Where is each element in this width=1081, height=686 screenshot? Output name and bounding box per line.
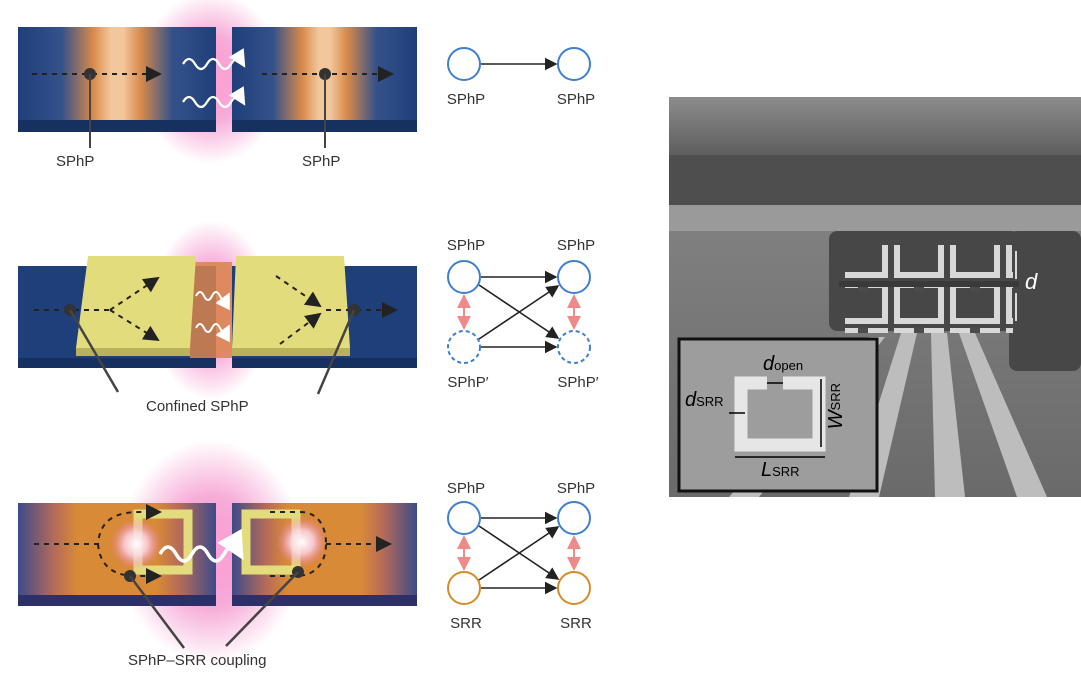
panel3-loop-left-top: [34, 504, 162, 545]
graph1-node-right: [557, 47, 591, 81]
sem-wsrr-text: W: [825, 410, 847, 430]
graph1-node-left: [447, 47, 481, 81]
panel3-loop-left-bottom: [97, 543, 162, 584]
panel2-left-slab-edge: [18, 358, 216, 368]
sem-wsrr-sub: SRR: [828, 383, 843, 411]
sem-wsrr-label: WSRR: [825, 383, 848, 429]
sem-dsrr-label: dSRR: [685, 389, 724, 412]
sem-gap: [839, 281, 1019, 287]
graph1-label-left: SPhP: [446, 91, 486, 108]
sem-dopen-sub: open: [774, 358, 804, 373]
sem-dark-band: [669, 155, 1081, 205]
sem-light-band: [669, 205, 1081, 231]
panel1-label-right: SPhP: [302, 153, 341, 170]
graph3-edge-cross-up: [478, 526, 560, 581]
panel2-merge-top: [275, 275, 322, 308]
graph3-node-bottom-right: [557, 571, 591, 605]
graph2-node-bottom-right: [557, 330, 591, 364]
panel2-pointer-right: [316, 309, 356, 395]
panel2-right-pad: [232, 256, 350, 348]
sem-dopen-text: d: [763, 353, 775, 375]
panel3-right-hotspot: [276, 516, 328, 568]
graph2-node-top-left: [447, 260, 481, 294]
graph2-label-bottom-right: SPhP′: [557, 374, 599, 391]
panel3-wave: [158, 528, 244, 563]
graph3-label-top-left: SPhP: [446, 480, 486, 497]
graph3-node-bottom-left: [447, 571, 481, 605]
panel3-device: [18, 440, 417, 664]
panel3-left-slab-edge: [18, 595, 216, 606]
panel2-gap-hot: [190, 262, 232, 358]
graph1: [447, 47, 591, 81]
sem-top-band: [669, 97, 1081, 155]
graph3: [447, 501, 591, 605]
panel2-device: [18, 220, 417, 400]
graph3-edge-cross-down: [478, 525, 560, 580]
panel3-loop-right-bottom: [270, 543, 327, 577]
panel2-left-pad: [76, 256, 196, 348]
sem-lsrr-sub: SRR: [772, 464, 800, 479]
panel3-label: SPhP–SRR coupling: [128, 652, 267, 669]
graph3-label-bottom-left: SRR: [450, 615, 482, 632]
sem-lsrr-text: L: [761, 459, 773, 481]
graph2-node-bottom-left: [447, 330, 481, 364]
panel2-left-pad-edge: [76, 348, 190, 356]
sem-lsrr-label: LSRR: [761, 459, 800, 482]
graph2-node-top-right: [557, 260, 591, 294]
sem-dsrr-sub: SRR: [696, 394, 724, 409]
sem-dopen-label: dopen: [763, 353, 803, 376]
panel2-right-pad-edge: [232, 348, 350, 356]
graph3-node-top-right: [557, 501, 591, 535]
panel1-wave-bottom: [182, 86, 246, 109]
graph2-edge-cross-down: [478, 284, 560, 339]
graph3-node-top-left: [447, 501, 481, 535]
graph1-label-right: SPhP: [556, 91, 596, 108]
sem-d-text: d: [1025, 269, 1038, 294]
panel2-wave-top: [195, 291, 230, 311]
sem-drawing: [669, 97, 1081, 497]
panel3-left-hotspot: [110, 518, 162, 570]
graph3-label-top-right: SPhP: [556, 480, 596, 497]
panel1-device: [18, 0, 417, 164]
sem-dsrr-text: d: [685, 389, 697, 411]
panel3-right-slab-edge: [232, 595, 417, 606]
panel1-label-left: SPhP: [56, 153, 95, 170]
panel1-left-slab-edge: [18, 120, 216, 132]
panel3-loop-right-top: [270, 511, 327, 545]
panel3-pointer-right: [225, 571, 299, 647]
panel1-wave-top: [182, 48, 246, 71]
panel2-merge-bottom: [279, 312, 322, 345]
graph3-label-bottom-right: SRR: [560, 615, 592, 632]
panel2-wave-bottom: [195, 323, 230, 343]
graph2-label-top-left: SPhP: [446, 237, 486, 254]
sem-srr-row-bottom: [845, 287, 1013, 333]
panel3-pointer-left: [129, 575, 185, 649]
graph2-label-bottom-left: SPhP′: [447, 374, 489, 391]
graph2: [447, 260, 591, 364]
sem-lead-3: [959, 333, 1047, 497]
panel2-label: Confined SPhP: [146, 398, 249, 415]
graph2-edge-cross-up: [478, 285, 560, 340]
panel2-right-slab-edge: [232, 358, 417, 368]
sem-inset: [677, 337, 879, 493]
panel2-pointer-left: [68, 309, 120, 393]
sem-d-label: d: [1025, 269, 1037, 295]
graph2-label-top-right: SPhP: [556, 237, 596, 254]
sem-trench-right: [1009, 231, 1081, 371]
sem-lead-2: [931, 333, 965, 497]
sem-micrograph: d dopen dSRR WSRR LSRR: [669, 97, 1081, 497]
